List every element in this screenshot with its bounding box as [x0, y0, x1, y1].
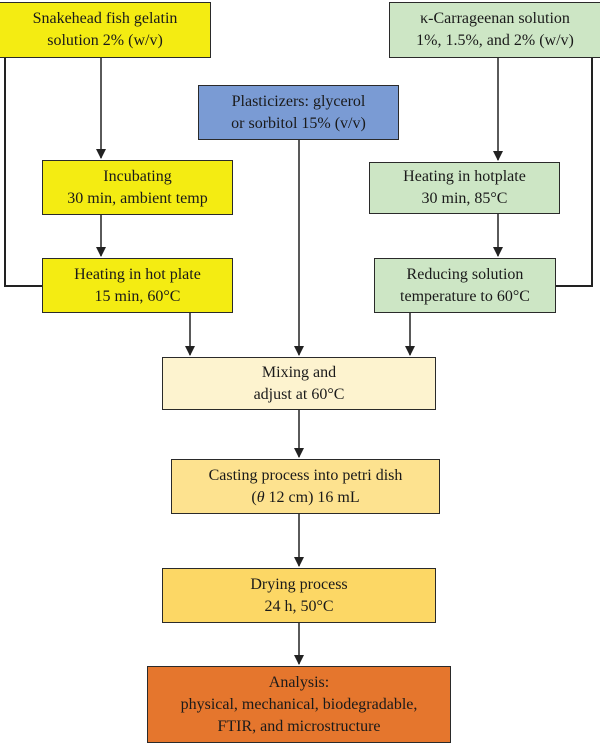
analysis-box: Analysis: physical, mechanical, biodegra… [147, 666, 451, 743]
heating-hotplate-line-2: 30 min, 85°C [421, 190, 508, 207]
casting-line-2: (θ 12 cm) 16 mL [251, 487, 359, 509]
analysis-line-2: physical, mechanical, biodegradable, [180, 695, 418, 713]
gelatin-solution-box: Snakehead fish gelatin solution 2% (w/v) [0, 2, 211, 58]
gelatin-to-heating-bypass-line [4, 58, 42, 287]
casting-process-box: Casting process into petri dish (θ 12 cm… [171, 459, 440, 514]
reducing-line-2: temperature to 60°C [400, 287, 530, 305]
casting-line-2-rest: 12 cm) 16 mL [264, 488, 360, 506]
gelatin-line-1: Snakehead fish gelatin [32, 10, 178, 27]
analysis-line-1: Analysis: [268, 673, 330, 691]
plasticizer-box: Plasticizers: glycerol or sorbitol 15% (… [198, 85, 399, 140]
heating-hot-plate-line-2: 15 min, 60°C [94, 287, 181, 305]
reducing-temperature-box: Reducing solution temperature to 60°C [374, 258, 556, 313]
plasticizer-line-2: or sorbitol 15% (v/v) [231, 114, 366, 132]
mixing-line-2: adjust at 60°C [253, 385, 345, 403]
drying-line-2: 24 h, 50°C [264, 597, 334, 615]
casting-line-2-open: ( [251, 488, 257, 506]
carrageenan-to-reducing-bypass-line [556, 58, 593, 287]
incubating-line-1: Incubating [103, 167, 172, 185]
heating-hotplate-line-1: Heating in hotplate [403, 168, 526, 185]
heating-hotplate-box: Heating in hotplate 30 min, 85°C [369, 162, 560, 214]
carrageenan-line-2: 1%, 1.5%, and 2% (w/v) [416, 32, 574, 49]
casting-line-1: Casting process into petri dish [208, 466, 403, 484]
gelatin-line-2: solution 2% (w/v) [47, 32, 163, 49]
incubating-box: Incubating 30 min, ambient temp [42, 160, 233, 215]
reducing-line-1: Reducing solution [406, 265, 524, 283]
carrageenan-line-1: κ-Carrageenan solution [420, 10, 570, 27]
heating-hot-plate-box: Heating in hot plate 15 min, 60°C [42, 258, 233, 313]
analysis-line-3: FTIR, and microstructure [217, 717, 381, 735]
mixing-box: Mixing and adjust at 60°C [162, 357, 436, 410]
incubating-line-2: 30 min, ambient temp [67, 189, 208, 207]
drying-line-1: Drying process [250, 575, 348, 593]
mixing-line-1: Mixing and [261, 363, 337, 381]
theta-symbol: θ [256, 488, 265, 506]
plasticizer-line-1: Plasticizers: glycerol [231, 92, 366, 110]
carrageenan-solution-box: κ-Carrageenan solution 1%, 1.5%, and 2% … [389, 2, 600, 58]
drying-process-box: Drying process 24 h, 50°C [162, 568, 436, 623]
heating-hot-plate-line-1: Heating in hot plate [74, 265, 201, 283]
